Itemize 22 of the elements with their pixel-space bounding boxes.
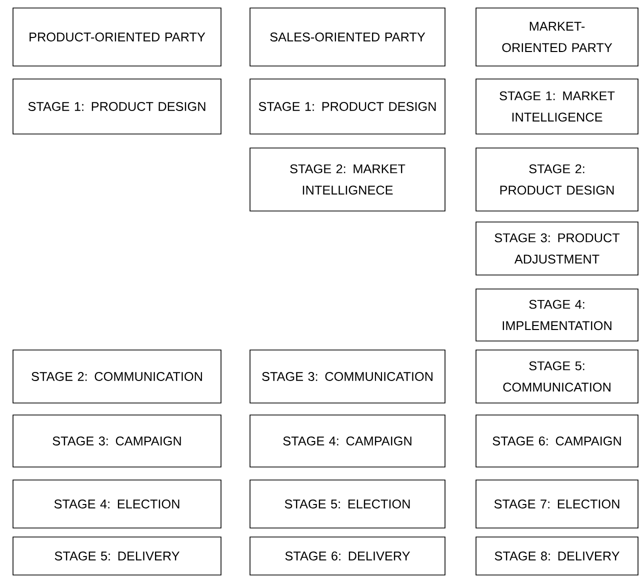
stage-box: SALES-ORIENTED PARTY — [250, 8, 446, 66]
stage-box: STAGE 3: PRODUCT ADJUSTMENT — [476, 222, 638, 276]
stage-box: STAGE 1: PRODUCT DESIGN — [12, 78, 222, 134]
stage-box: STAGE 4: ELECTION — [12, 480, 222, 528]
stage-box: STAGE 3: COMMUNICATION — [250, 350, 446, 404]
stage-box: MARKET-ORIENTED PARTY — [476, 8, 638, 66]
stage-box: STAGE 6: CAMPAIGN — [476, 414, 638, 468]
stage-box: PRODUCT-ORIENTED PARTY — [12, 8, 222, 66]
stage-box: STAGE 1: MARKET INTELLIGENCE — [476, 78, 638, 134]
stage-box: STAGE 2: MARKET INTELLIGNECE — [250, 148, 446, 212]
stage-box: STAGE 3: CAMPAIGN — [12, 414, 222, 468]
stage-box: STAGE 5: COMMUNICATION — [476, 350, 638, 404]
stage-box: STAGE 5: ELECTION — [250, 480, 446, 528]
stage-box: STAGE 2: COMMUNICATION — [12, 350, 222, 404]
stage-box: STAGE 4: IMPLEMENTATION — [476, 288, 638, 342]
stage-box: STAGE 5: DELIVERY — [12, 536, 222, 576]
stage-box: STAGE 1: PRODUCT DESIGN — [250, 78, 446, 134]
stage-box: STAGE 6: DELIVERY — [250, 536, 446, 576]
stage-box: STAGE 8: DELIVERY — [476, 536, 638, 576]
stage-box: STAGE 2: PRODUCT DESIGN — [476, 148, 638, 212]
stage-box: STAGE 7: ELECTION — [476, 480, 638, 528]
stage-box: STAGE 4: CAMPAIGN — [250, 414, 446, 468]
